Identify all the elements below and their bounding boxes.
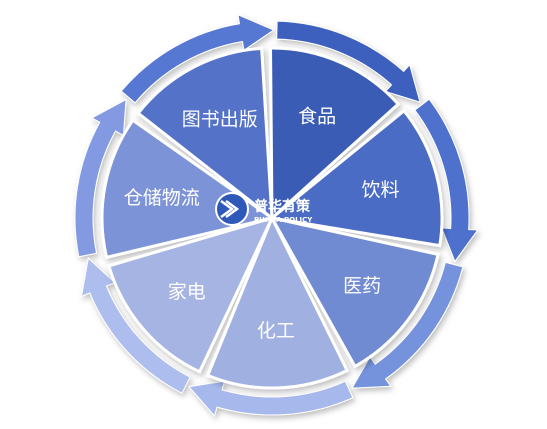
segment-label: 饮料	[361, 179, 399, 201]
cycle-arrow-3	[351, 261, 464, 389]
cycle-arrow-4	[187, 380, 354, 417]
wedge-1	[269, 46, 401, 222]
wedge-4	[205, 214, 350, 390]
wedge-3	[269, 215, 440, 369]
segment-label: 食品	[298, 105, 336, 127]
segment-label: 家电	[168, 281, 206, 303]
cycle-arrow-1	[276, 20, 421, 103]
cycle-arrows	[74, 14, 479, 417]
logo-wave-icon	[220, 199, 240, 219]
segment-label: 化工	[257, 320, 295, 342]
cycle-arrow-5	[80, 257, 191, 394]
cycle-arrow-2	[414, 98, 479, 263]
logo-name-en: PUHUA POLICY	[254, 216, 313, 224]
segment-label: 图书出版	[182, 109, 258, 131]
wedge-7	[136, 46, 274, 222]
puhua-logo: 普华有策 PUHUA POLICY	[215, 192, 313, 226]
cycle-arrow-6	[74, 98, 127, 258]
wedge-2	[268, 108, 444, 248]
cycle-arrow-7	[120, 14, 275, 104]
segment-label: 仓储物流	[124, 187, 200, 209]
segment-label: 医药	[343, 275, 381, 297]
pie-wedges	[100, 46, 444, 390]
logo-name-cn: 普华有策	[254, 198, 311, 215]
wedge-5	[107, 215, 275, 374]
